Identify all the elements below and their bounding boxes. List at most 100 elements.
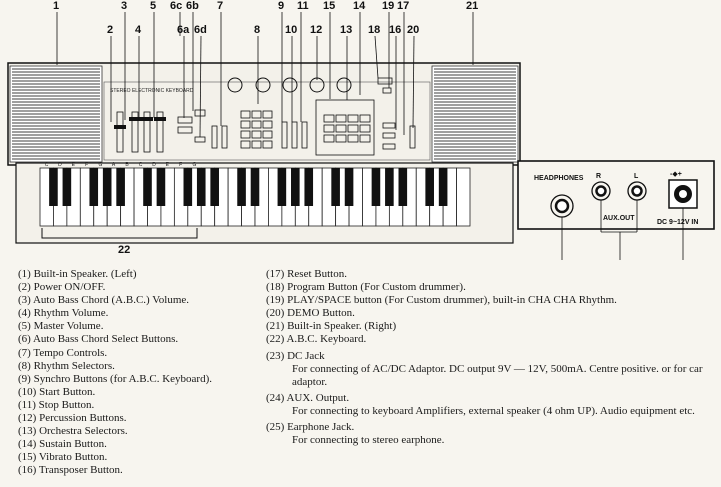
dc-polarity-icon: -◆+ xyxy=(670,171,682,178)
dc-jack xyxy=(668,179,698,209)
headphone-jack xyxy=(550,194,574,218)
callout-16: 16 xyxy=(389,24,401,36)
legend-left-column: (1) Built-in Speaker. (Left)(2) Power ON… xyxy=(18,268,263,478)
legend-item-text: (15) Vibrato Button. xyxy=(18,451,108,464)
callout-8: 8 xyxy=(254,24,260,36)
l-label: L xyxy=(634,173,639,180)
legend-item: (1) Built-in Speaker. (Left) xyxy=(18,268,263,281)
dc-in-label: DC 9~12V IN xyxy=(657,219,698,226)
volume-sliders[interactable] xyxy=(114,111,166,153)
aux-out-label: AUX.OUT xyxy=(603,215,635,222)
key-note-label: G xyxy=(98,162,102,168)
legend-item: (18) Program Button (For Custom drummer)… xyxy=(266,281,716,294)
legend-item: (10) Start Button. xyxy=(18,386,263,399)
legend-item-text: (13) Orchestra Selectors. xyxy=(18,425,128,438)
callout-11: 11 xyxy=(297,0,309,12)
legend-item-text: (12) Percussion Buttons. xyxy=(18,412,127,425)
r-label: R xyxy=(596,173,601,180)
legend-item: (8) Rhythm Selectors. xyxy=(18,360,263,373)
legend-item-text: (21) Built-in Speaker. (Right) xyxy=(266,320,397,333)
rhythm-selectors[interactable] xyxy=(240,110,273,149)
legend-item-text: (22) A.B.C. Keyboard. xyxy=(266,333,367,346)
legend-item-text: (17) Reset Button. xyxy=(266,268,347,280)
key-note-label: G xyxy=(193,162,197,168)
legend-item: (11) Stop Button. xyxy=(18,399,263,412)
callout-12: 12 xyxy=(310,24,322,36)
legend-item-text: (6) Auto Bass Chord Select Buttons. xyxy=(18,333,179,346)
callout-15: 15 xyxy=(323,0,335,12)
legend-item: (15) Vibrato Button. xyxy=(18,451,263,464)
legend-item-text: (9) Synchro Buttons (for A.B.C. Keyboard… xyxy=(18,372,213,385)
legend-item: (19) PLAY/SPACE button (For Custom drumm… xyxy=(266,294,716,307)
legend-item-text: (18) Program Button (For Custom drummer)… xyxy=(266,281,466,294)
abc-select-buttons[interactable] xyxy=(177,109,206,143)
key-note-label: D xyxy=(58,162,62,168)
right-function-buttons[interactable] xyxy=(377,77,416,150)
legend-item: (25) Earphone Jack.For connecting to ste… xyxy=(266,421,716,447)
callout-10: 10 xyxy=(285,24,297,36)
legend-item-text: (4) Rhythm Volume. xyxy=(18,307,109,320)
synchro-start-stop-sliders[interactable] xyxy=(281,121,308,149)
callout-4: 4 xyxy=(135,24,142,36)
legend-item-description: For connecting to stereo earphone. xyxy=(292,434,445,447)
callout-1: 1 xyxy=(53,0,59,12)
callout-6d: 6d xyxy=(194,24,207,36)
callout-21: 21 xyxy=(466,0,478,12)
left-speaker-grille xyxy=(9,65,103,163)
legend-right-column: (17) Reset Button.(18) Program Button (F… xyxy=(266,268,716,447)
legend-item: (5) Master Volume. xyxy=(18,320,263,333)
legend-item: (17) Reset Button. xyxy=(266,268,716,281)
legend-item-text: (3) Auto Bass Chord (A.B.C.) Volume. xyxy=(18,294,190,307)
key-note-label: A xyxy=(112,162,116,168)
legend-item: (2) Power ON/OFF. xyxy=(18,281,263,294)
key-note-label: E xyxy=(166,162,170,168)
callout-numbers: 1 2 3 4 5 6a 6b 6c 6d 7 8 9 10 11 12 13 … xyxy=(53,0,478,256)
legend-item-text: (11) Stop Button. xyxy=(18,398,95,411)
legend-item-text: (7) Tempo Controls. xyxy=(18,346,108,359)
tempo-controls[interactable] xyxy=(211,125,228,149)
legend-item-text: (14) Sustain Button. xyxy=(18,438,107,451)
legend-item-text: (16) Transposer Button. xyxy=(18,464,123,477)
legend-item-text: (2) Power ON/OFF. xyxy=(18,281,106,294)
brand-text: STEREO ELECTRONIC KEYBOARD xyxy=(110,88,194,94)
key-note-label: C xyxy=(45,162,49,168)
legend-item: (14) Sustain Button. xyxy=(18,438,263,451)
key-note-label: F xyxy=(179,162,182,168)
legend-item: (24) AUX. Output.For connecting to keybo… xyxy=(266,392,716,418)
callout-6b: 6b xyxy=(186,0,199,12)
callout-22: 22 xyxy=(118,244,130,256)
legend-item-text: (1) Built-in Speaker. (Left) xyxy=(18,268,137,280)
key-note-label: C xyxy=(139,162,143,168)
callout-5: 5 xyxy=(150,0,156,12)
rear-panel: HEADPHONES R L AUX.OUT DC 9~12V IN -◆+ xyxy=(517,160,715,230)
key-note-label: B xyxy=(125,162,129,168)
legend-item: (13) Orchestra Selectors. xyxy=(18,425,263,438)
callout-14: 14 xyxy=(353,0,366,12)
callout-leader-lines xyxy=(56,12,684,260)
right-speaker-grille xyxy=(431,65,519,163)
legend-item: (12) Percussion Buttons. xyxy=(18,412,263,425)
key-note-label: D xyxy=(152,162,156,168)
legend-item: (9) Synchro Buttons (for A.B.C. Keyboard… xyxy=(18,373,263,386)
headphones-label: HEADPHONES xyxy=(534,175,584,182)
legend-item: (3) Auto Bass Chord (A.B.C.) Volume. xyxy=(18,294,263,307)
legend-item: (6) Auto Bass Chord Select Buttons. xyxy=(18,333,263,346)
orchestra-selectors[interactable] xyxy=(323,114,371,143)
callout-6c: 6c xyxy=(170,0,182,12)
callout-13: 13 xyxy=(340,24,352,36)
legend-item-text: (8) Rhythm Selectors. xyxy=(18,359,115,372)
legend-item: (21) Built-in Speaker. (Right) xyxy=(266,320,716,333)
callout-19: 19 xyxy=(382,0,394,12)
control-panel: STEREO ELECTRONIC KEYBOARD xyxy=(103,77,431,161)
legend-item: (16) Transposer Button. xyxy=(18,464,263,477)
legend-item: (22) A.B.C. Keyboard. xyxy=(266,333,716,346)
legend-item-description: For connecting of AC/DC Adaptor. DC outp… xyxy=(292,362,703,388)
legend-item: (20) DEMO Button. xyxy=(266,307,716,320)
legend-item-text: (20) DEMO Button. xyxy=(266,307,355,320)
percussion-knobs[interactable] xyxy=(227,77,352,93)
key-note-label: E xyxy=(72,162,76,168)
callout-20: 20 xyxy=(407,24,419,36)
legend-item-text: (23) DC Jack xyxy=(266,349,325,362)
